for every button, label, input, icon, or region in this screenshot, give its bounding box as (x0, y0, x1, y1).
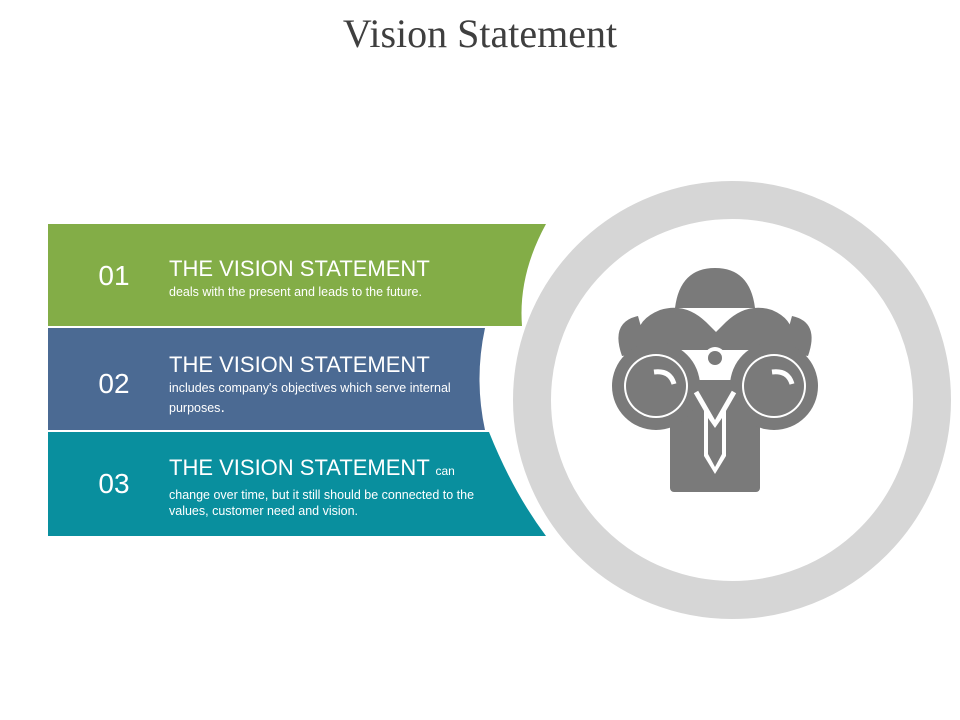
item-description-wrap: includes company's objectives which serv… (169, 378, 499, 418)
item-heading-wrap: THE VISION STATEMENT can (169, 455, 499, 484)
item-description: includes company's objectives which serv… (169, 381, 451, 415)
vision-item-2: 02 THE VISION STATEMENT includes company… (48, 328, 548, 430)
item-heading: THE VISION STATEMENT (169, 455, 430, 480)
item-text: THE VISION STATEMENT includes company's … (169, 352, 499, 418)
item-heading-tail: can (435, 464, 455, 478)
item-heading: THE VISION STATEMENT (169, 352, 430, 377)
vision-item-3: 03 THE VISION STATEMENT can change over … (48, 432, 548, 536)
item-number: 01 (98, 260, 130, 291)
item-description-tail: . (220, 399, 225, 416)
vision-list: 01 THE VISION STATEMENT deals with the p… (48, 224, 548, 536)
item-description: deals with the present and leads to the … (169, 285, 422, 299)
item-text: THE VISION STATEMENT can change over tim… (169, 455, 499, 519)
item-description: change over time, but it still should be… (169, 488, 475, 518)
binoculars-person-icon (600, 260, 830, 500)
item-heading: THE VISION STATEMENT (169, 256, 430, 281)
item-text: THE VISION STATEMENT deals with the pres… (169, 256, 499, 302)
page-title: Vision Statement (342, 11, 618, 56)
item-number: 03 (98, 468, 130, 499)
vision-item-1: 01 THE VISION STATEMENT deals with the p… (48, 224, 548, 326)
item-number: 02 (98, 368, 130, 399)
